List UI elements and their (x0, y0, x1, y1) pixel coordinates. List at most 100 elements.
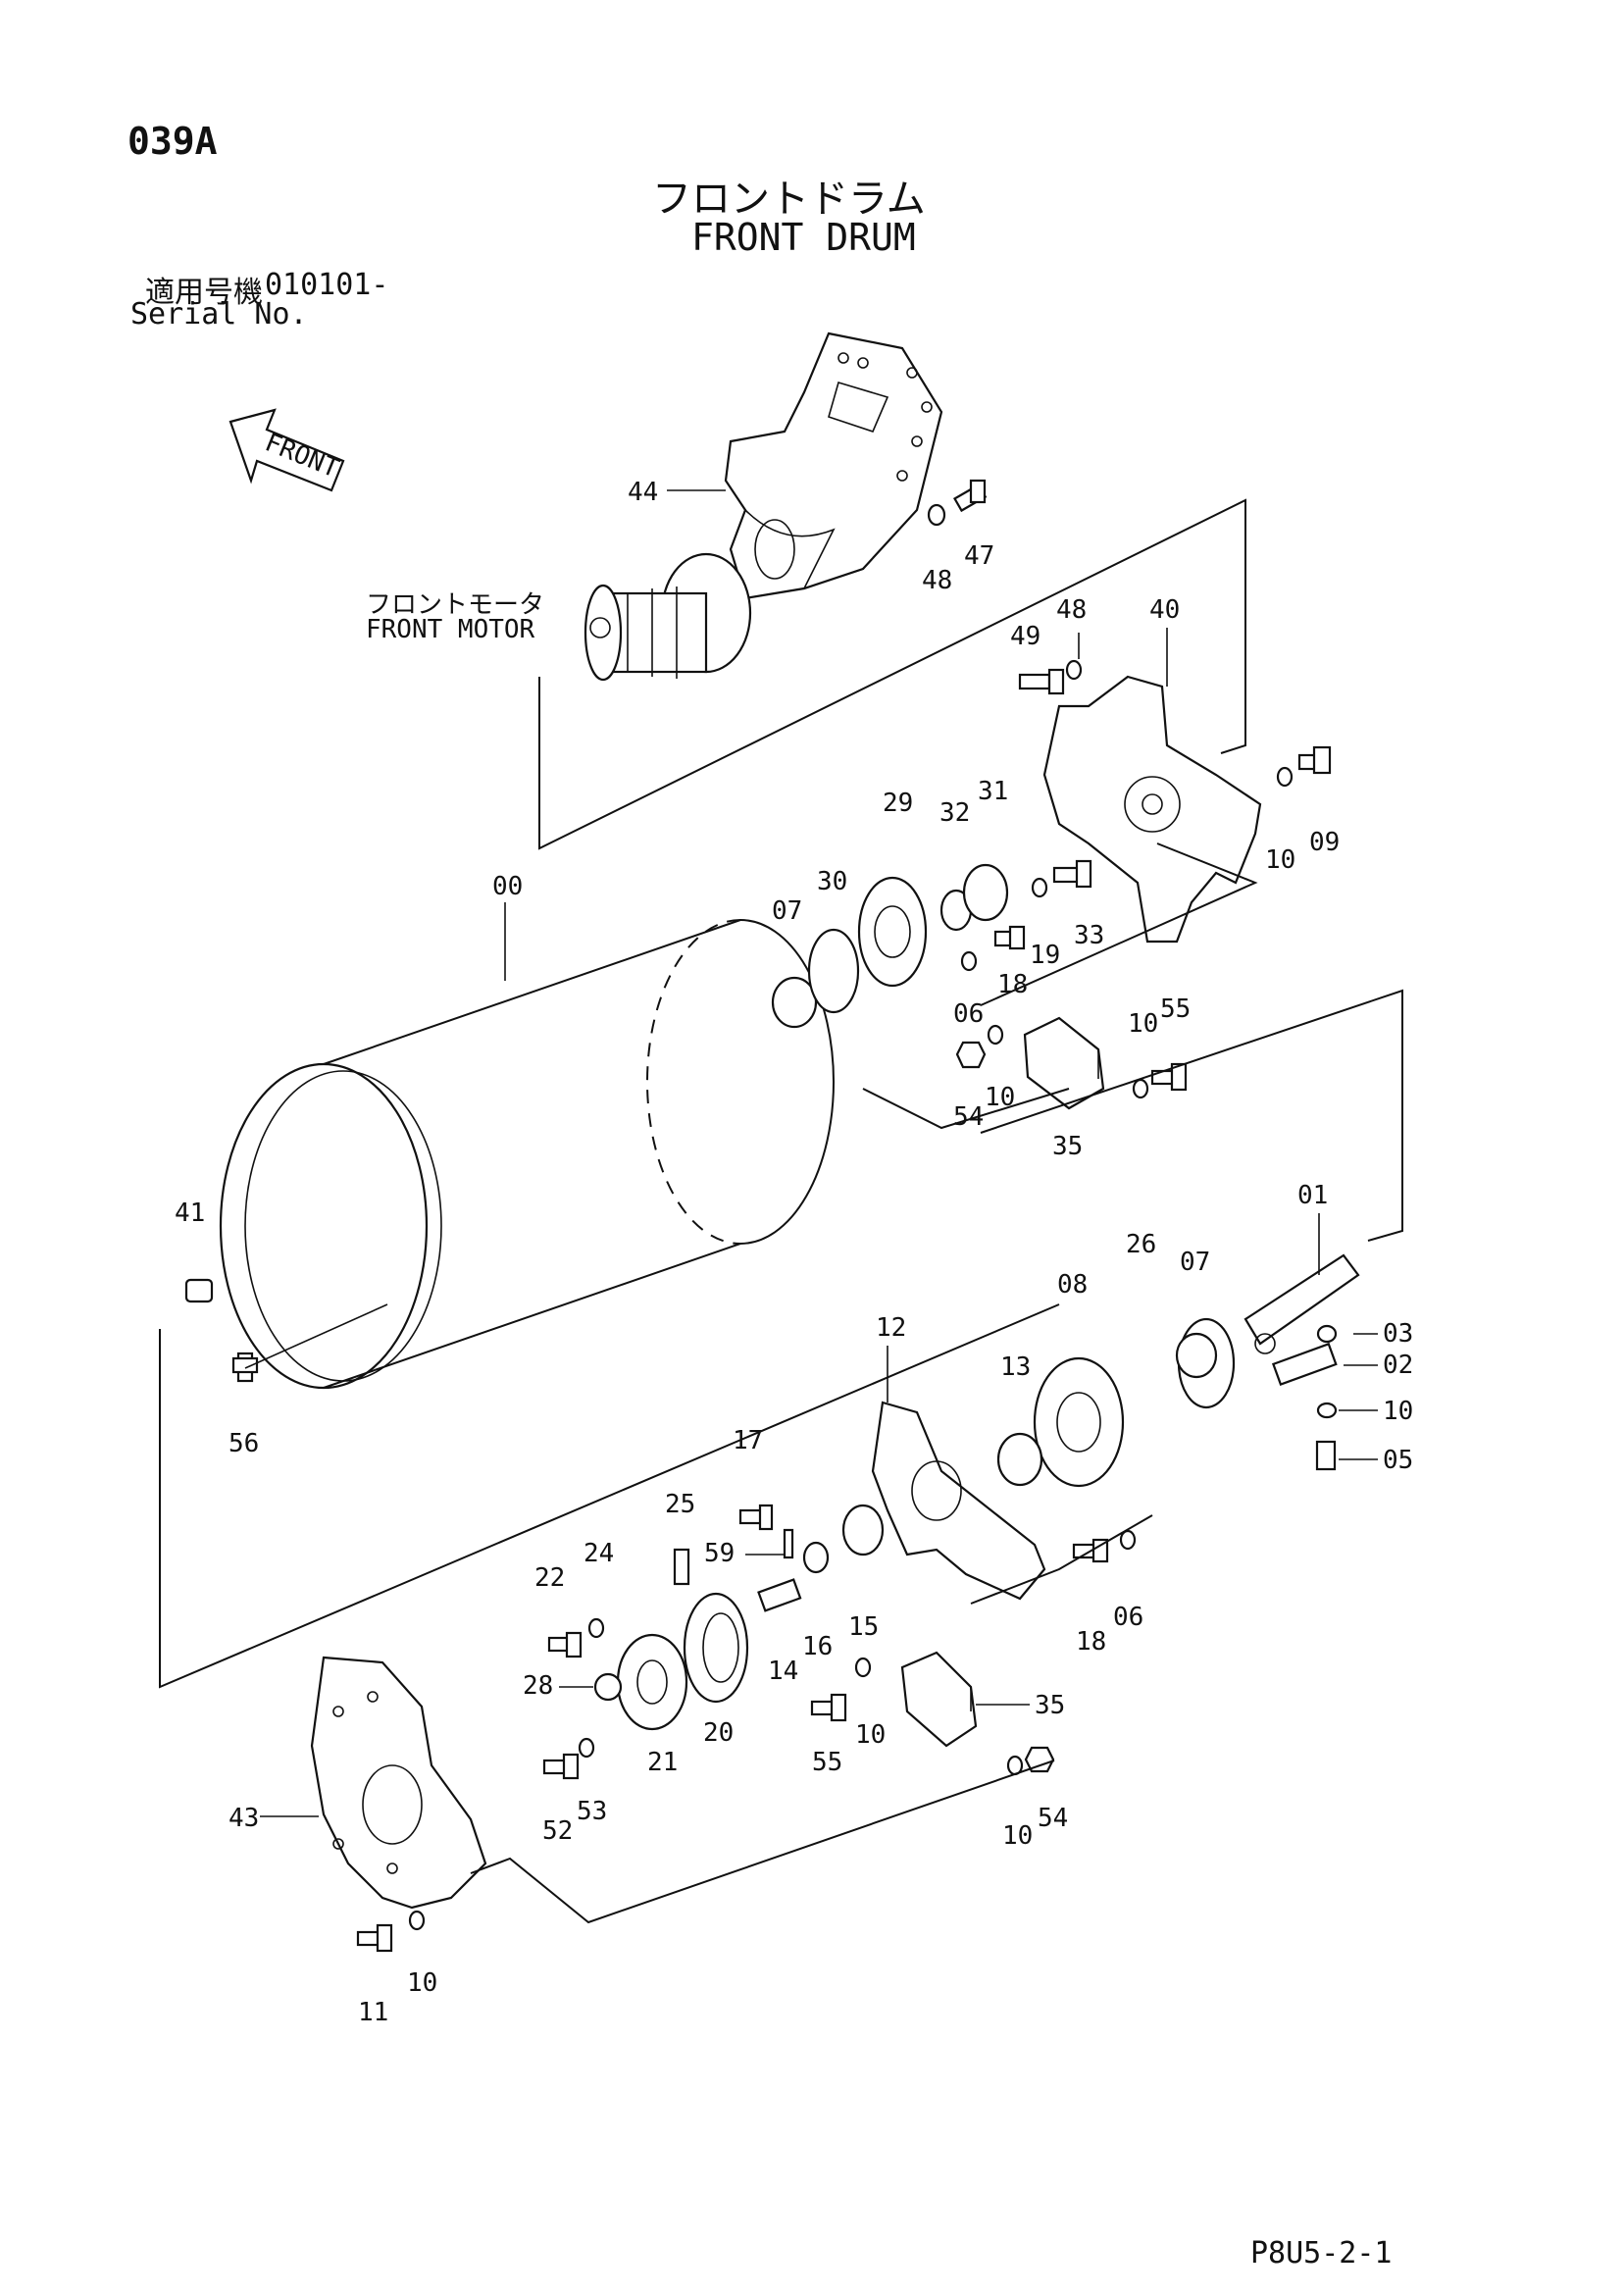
hub-29 (857, 876, 928, 988)
o-ring-30 (807, 928, 860, 1014)
washer-10-bottom (408, 1910, 426, 1931)
bolt-18-lower (1072, 1538, 1109, 1563)
callout-00: 00 (492, 872, 523, 901)
flange-20 (683, 1592, 749, 1704)
seal-15 (841, 1504, 885, 1556)
washer-06-lower (1119, 1529, 1137, 1551)
callout-28: 28 (523, 1671, 553, 1701)
bracket-43 (310, 1656, 487, 1910)
callout-48-b: 48 (1056, 595, 1087, 625)
fitting-25 (673, 1548, 690, 1586)
hub-21 (616, 1633, 688, 1731)
washer-06-upper (960, 950, 978, 972)
washer-48 (1065, 659, 1083, 681)
callout-13: 13 (1000, 1352, 1031, 1382)
bolt-55-upper (1150, 1062, 1188, 1092)
callout-06: 06 (953, 999, 984, 1029)
pin-59 (783, 1528, 794, 1559)
callout-32: 32 (939, 798, 970, 828)
washer-03 (1316, 1324, 1338, 1344)
callout-33: 33 (1074, 921, 1104, 950)
callout-47: 47 (964, 541, 994, 571)
front-direction-arrow: FRONT (228, 408, 345, 492)
callout-21: 21 (647, 1748, 678, 1777)
mount-35-upper (1023, 1016, 1105, 1110)
footer-page-code: P8U5-2-1 (1250, 2236, 1393, 2270)
serial-label-japanese: 適用号機 (145, 276, 263, 310)
drum-shell-00 (219, 919, 835, 1390)
bolt-17 (738, 1504, 774, 1531)
callout-44: 44 (628, 478, 658, 507)
leader-lines (260, 489, 1378, 1817)
callout-09: 09 (1309, 828, 1340, 857)
page-code: 039A (127, 120, 218, 163)
washer-10-upper-right (1276, 766, 1294, 788)
bearing-13 (996, 1432, 1043, 1487)
block-02 (1271, 1342, 1338, 1386)
callout-24: 24 (584, 1539, 614, 1568)
callout-10: 10 (1265, 845, 1295, 875)
callout-16: 16 (802, 1632, 833, 1661)
callout-11: 11 (358, 1998, 388, 2027)
callout-40: 40 (1149, 595, 1180, 625)
callout-54-b: 54 (1038, 1804, 1068, 1833)
bolt-49 (1018, 668, 1065, 695)
title-english: FRONT DRUM (691, 216, 916, 259)
bolt-52 (542, 1753, 580, 1780)
mount-35-lower (900, 1651, 978, 1748)
callout-18: 18 (997, 970, 1028, 999)
bolt-55-lower (810, 1693, 847, 1722)
callout-22: 22 (534, 1563, 565, 1593)
callout-41: 41 (175, 1199, 205, 1228)
callout-30: 30 (817, 867, 847, 896)
shaft-01 (1243, 1253, 1360, 1354)
callout-52: 52 (542, 1816, 573, 1846)
bearing-07-upper (771, 976, 818, 1029)
callout-07-b: 07 (1180, 1248, 1210, 1277)
callout-07: 07 (772, 896, 802, 926)
bearing-31 (962, 863, 1009, 922)
bolt-09 (1297, 745, 1332, 775)
bolt-33 (1052, 859, 1092, 889)
washer-19 (1031, 877, 1048, 898)
serial-number-value: 010101- (265, 268, 389, 302)
nut-54-upper (955, 1041, 987, 1069)
callout-48: 48 (922, 566, 952, 595)
front-motor-label-english: FRONT MOTOR (366, 615, 535, 644)
callout-15: 15 (848, 1612, 879, 1642)
bolt-05 (1315, 1440, 1337, 1471)
bolt-22 (547, 1631, 583, 1658)
bolt-56 (231, 1352, 259, 1383)
callout-20: 20 (703, 1718, 734, 1748)
callout-55: 55 (1160, 995, 1191, 1024)
callout-10-d: 10 (1383, 1397, 1413, 1426)
front-motor-label-japanese: フロントモータ (366, 590, 545, 620)
washer-53 (578, 1737, 595, 1759)
washer-10-lower (1316, 1402, 1338, 1419)
callout-35: 35 (1052, 1132, 1083, 1161)
callout-19: 19 (1030, 941, 1060, 970)
callout-26: 26 (1126, 1230, 1156, 1259)
washer-10-mid (854, 1657, 872, 1678)
callout-10-b: 10 (985, 1083, 1015, 1112)
callout-17: 17 (733, 1426, 763, 1455)
callout-55-b: 55 (812, 1748, 842, 1777)
callout-29: 29 (883, 789, 913, 818)
bearing-16 (802, 1541, 830, 1574)
washer-10-upper (987, 1024, 1004, 1046)
title-japanese: フロントドラム (652, 177, 926, 222)
pin-14 (757, 1578, 802, 1612)
nut-54-lower (1024, 1746, 1055, 1773)
washer-48-top (927, 503, 946, 527)
o-ring-28 (593, 1672, 623, 1702)
callout-05: 05 (1383, 1446, 1413, 1475)
callout-25: 25 (665, 1490, 695, 1519)
callout-56: 56 (228, 1429, 259, 1458)
callout-12: 12 (876, 1313, 906, 1343)
callout-01: 01 (1297, 1181, 1328, 1210)
callout-10-e: 10 (855, 1720, 886, 1750)
callout-14: 14 (768, 1657, 798, 1686)
callout-18-b: 18 (1076, 1627, 1106, 1657)
callout-08: 08 (1057, 1270, 1088, 1300)
bolt-18-upper (993, 925, 1026, 950)
